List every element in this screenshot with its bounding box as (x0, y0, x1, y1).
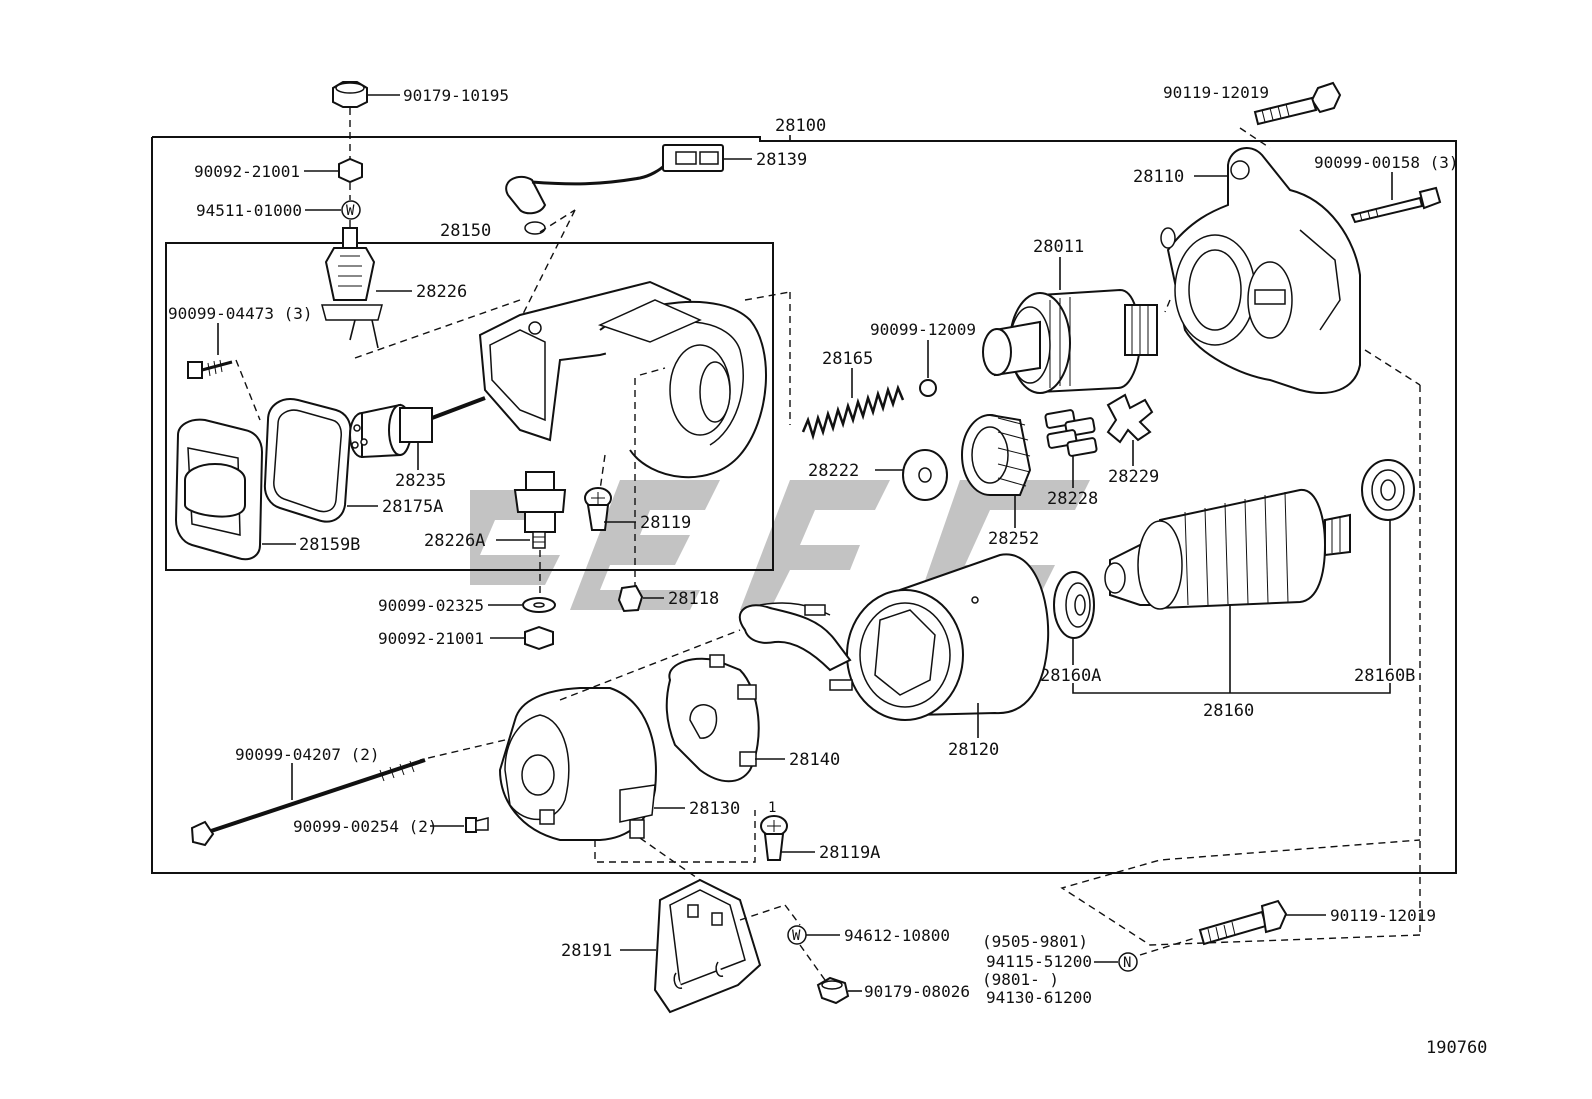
label-9801: (9801- ) (982, 970, 1059, 989)
label-90092-21001-bottom: 90092-21001 (378, 629, 484, 648)
nut-90179-10195 (332, 81, 368, 108)
label-94511-01000: 94511-01000 (196, 201, 302, 220)
label-90099-04207: 90099-04207 (2) (235, 745, 380, 764)
label-28140: 28140 (789, 750, 840, 770)
label-28229: 28229 (1108, 467, 1159, 487)
seal-28118 (617, 584, 644, 613)
label-28100: 28100 (775, 116, 826, 136)
label-90179-08026: 90179-08026 (864, 982, 970, 1001)
svg-text:W: W (792, 928, 801, 944)
brush-holder-28140 (665, 654, 760, 783)
svg-text:N: N (1123, 955, 1131, 971)
diagram-code: 190760 (1426, 1038, 1487, 1058)
rollers-28228 (1044, 409, 1098, 457)
bracket-28191 (653, 878, 762, 1014)
nut-90092-21001-bottom (524, 625, 554, 651)
label-90099-12009: 90099-12009 (870, 320, 976, 339)
label-28252: 28252 (988, 529, 1039, 549)
terminal-28226A (513, 471, 567, 549)
end-frame-28130 (498, 687, 657, 841)
nut-n-94115-94130: N (1118, 952, 1138, 972)
label-94115-51200: 94115-51200 (986, 952, 1092, 971)
screw-90099-04473 (187, 359, 233, 379)
label-28130: 28130 (689, 799, 740, 819)
through-bolt-90099-04207 (190, 758, 426, 847)
label-90119-12019-top: 90119-12019 (1163, 83, 1269, 102)
lead-wire-28139 (505, 144, 724, 235)
svg-text:W: W (346, 203, 355, 219)
label-28226A: 28226A (424, 531, 485, 551)
label-28226: 28226 (416, 282, 467, 302)
subassembly-frame-28150 (165, 242, 774, 571)
label-28139: 28139 (756, 150, 807, 170)
label-90099-04473: 90099-04473 (3) (168, 304, 313, 323)
screw-28119A (760, 815, 788, 861)
label-28191: 28191 (561, 941, 612, 961)
steel-ball-90099-12009 (919, 379, 937, 397)
label-90092-21001-top: 90092-21001 (194, 162, 300, 181)
label-28160: 28160 (1203, 701, 1254, 721)
label-90099-00158: 90099-00158 (3) (1314, 153, 1459, 172)
retainer-28229 (1106, 393, 1154, 444)
label-28119A-qty: 1 (768, 800, 776, 816)
label-28118: 28118 (668, 589, 719, 609)
label-28235: 28235 (395, 471, 446, 491)
nut-90179-08026 (816, 976, 850, 1005)
clutch-assembly-28011 (982, 288, 1158, 394)
label-28159B: 28159B (299, 535, 360, 555)
label-28120: 28120 (948, 740, 999, 760)
label-90099-02325: 90099-02325 (378, 596, 484, 615)
bearing-28160A (1053, 571, 1095, 639)
armature-28160 (1104, 488, 1351, 610)
washer-94511-01000: W (341, 200, 361, 220)
bolt-90119-12019-bottom (1198, 899, 1288, 946)
terminal-28226 (321, 227, 383, 349)
label-28160B: 28160B (1354, 666, 1415, 686)
label-28119: 28119 (640, 513, 691, 533)
bolt-90099-00158 (1350, 186, 1442, 224)
label-28119A: 28119A (819, 843, 880, 863)
label-28110: 28110 (1133, 167, 1184, 187)
label-94612-10800: 94612-10800 (844, 926, 950, 945)
label-90099-00254: 90099-00254 (2) (293, 817, 438, 836)
label-28160A: 28160A (1040, 666, 1101, 686)
cover-28159B (174, 418, 264, 561)
washer-94612-10800: W (787, 925, 807, 945)
label-90119-12019-bottom: 90119-12019 (1330, 906, 1436, 925)
solenoid-housing (478, 280, 767, 479)
label-28150: 28150 (440, 221, 491, 241)
nut-90092-21001 (338, 157, 363, 184)
assembly-frame (151, 136, 1457, 874)
yoke-assembly-28120 (738, 553, 1050, 721)
spring-28165 (801, 384, 905, 441)
screw-90099-00254 (465, 817, 489, 833)
label-28165: 28165 (822, 349, 873, 369)
gasket-28175A (263, 398, 352, 523)
bearing-28160B (1361, 459, 1415, 521)
label-28175A: 28175A (382, 497, 443, 517)
label-9505-9801: (9505-9801) (982, 932, 1088, 951)
plunger-28235 (349, 396, 486, 459)
label-28228: 28228 (1047, 489, 1098, 509)
label-28011: 28011 (1033, 237, 1084, 257)
label-94130-61200: 94130-61200 (986, 988, 1092, 1007)
screw-28119 (584, 487, 612, 531)
bolt-90119-12019-top (1253, 81, 1342, 126)
label-90179-10195: 90179-10195 (403, 86, 509, 105)
label-28222: 28222 (808, 461, 859, 481)
idler-gear-28252 (961, 414, 1032, 496)
drive-housing-28110 (1160, 146, 1361, 394)
